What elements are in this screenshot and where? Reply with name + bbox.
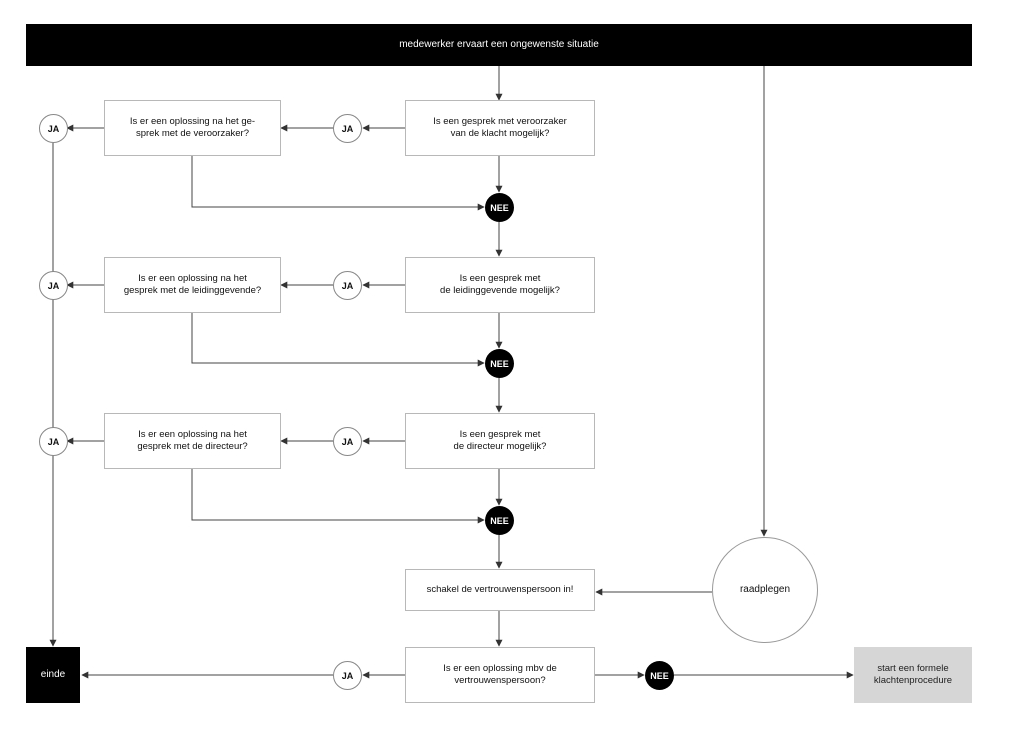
einde-text: einde <box>40 669 66 680</box>
ja-left-circle-2: JA <box>39 271 68 300</box>
nee-circle-3: NEE <box>485 506 514 535</box>
question-veroorzaker-text: Is een gesprek met veroorzaker van de kl… <box>433 116 567 139</box>
question-leidinggevende: Is een gesprek met de leidinggevende mog… <box>405 257 595 313</box>
ja-label: JA <box>341 436 354 447</box>
ja-circle-3: JA <box>333 427 362 456</box>
oplossing-vertrouwenspersoon-box: Is er een oplossing mbv de vertrouwenspe… <box>405 647 595 703</box>
formele-klachtenprocedure-text: start een formele klachtenprocedure <box>873 663 953 686</box>
nee-circle-4: NEE <box>645 661 674 690</box>
ja-label: JA <box>341 280 354 291</box>
ja-label: JA <box>47 123 60 134</box>
ja-left-circle-3: JA <box>39 427 68 456</box>
ja-left-circle-1: JA <box>39 114 68 143</box>
start-situation-label: medewerker ervaart een ongewenste situat… <box>399 39 599 50</box>
ja-circle-4: JA <box>333 661 362 690</box>
nee-circle-1: NEE <box>485 193 514 222</box>
raadplegen-text: raadplegen <box>739 584 791 595</box>
solution-leidinggevende-text: Is er een oplossing na het gesprek met d… <box>123 273 262 296</box>
start-situation-bar: medewerker ervaart een ongewenste situat… <box>26 24 972 66</box>
solution-leidinggevende: Is er een oplossing na het gesprek met d… <box>104 257 281 313</box>
question-directeur: Is een gesprek met de directeur mogelijk… <box>405 413 595 469</box>
line-s2-to-nee2 <box>191 313 485 367</box>
nee-label: NEE <box>650 670 669 681</box>
nee-label: NEE <box>490 202 509 213</box>
raadplegen-circle: raadplegen <box>712 537 818 643</box>
question-directeur-text: Is een gesprek met de directeur mogelijk… <box>453 429 547 452</box>
question-leidinggevende-text: Is een gesprek met de leidinggevende mog… <box>440 273 560 296</box>
solution-directeur: Is er een oplossing na het gesprek met d… <box>104 413 281 469</box>
solution-veroorzaker-text: Is er een oplossing na het ge- sprek met… <box>129 116 256 139</box>
solution-directeur-text: Is er een oplossing na het gesprek met d… <box>137 429 248 452</box>
schakel-vertrouwenspersoon-box: schakel de vertrouwenspersoon in! <box>405 569 595 611</box>
nee-label: NEE <box>490 515 509 526</box>
ja-circle-2: JA <box>333 271 362 300</box>
ja-label: JA <box>341 123 354 134</box>
ja-label: JA <box>47 436 60 447</box>
ja-label: JA <box>47 280 60 291</box>
formele-klachtenprocedure-box: start een formele klachtenprocedure <box>854 647 972 703</box>
line-s1-to-nee1 <box>191 156 485 211</box>
solution-veroorzaker: Is er een oplossing na het ge- sprek met… <box>104 100 281 156</box>
einde-box: einde <box>26 647 80 703</box>
question-veroorzaker: Is een gesprek met veroorzaker van de kl… <box>405 100 595 156</box>
ja-label: JA <box>341 670 354 681</box>
schakel-vertrouwenspersoon-text: schakel de vertrouwenspersoon in! <box>426 584 574 595</box>
oplossing-vertrouwenspersoon-text: Is er een oplossing mbv de vertrouwenspe… <box>443 663 557 686</box>
ja-circle-1: JA <box>333 114 362 143</box>
nee-circle-2: NEE <box>485 349 514 378</box>
line-s3-to-nee3 <box>191 469 485 524</box>
nee-label: NEE <box>490 358 509 369</box>
